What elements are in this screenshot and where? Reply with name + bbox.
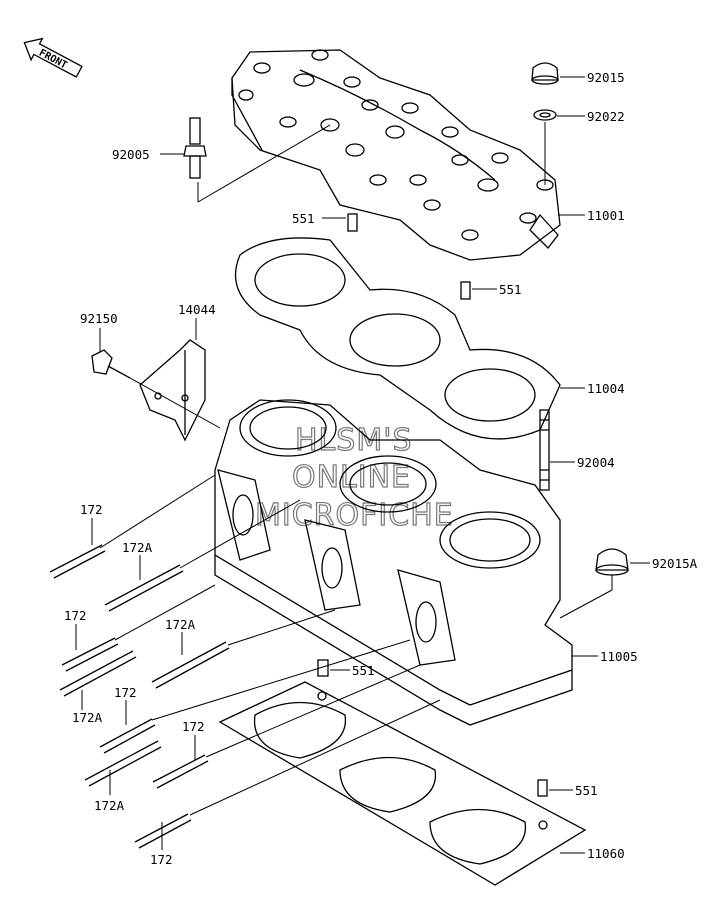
dowel-pin-1 bbox=[347, 213, 358, 232]
head-bolt-bosses bbox=[238, 49, 554, 241]
cap-nut-92015A bbox=[595, 548, 629, 576]
label-92015: 92015 bbox=[587, 70, 625, 85]
label-172-e: 172 bbox=[150, 852, 173, 867]
label-14044: 14044 bbox=[178, 302, 216, 317]
dowel-pin-2 bbox=[460, 281, 471, 300]
label-551-d: 551 bbox=[575, 783, 598, 798]
dowel-pin-4 bbox=[537, 779, 548, 797]
washer-92022 bbox=[533, 109, 557, 121]
label-172-c: 172 bbox=[114, 685, 137, 700]
label-11001: 11001 bbox=[587, 208, 625, 223]
label-92150: 92150 bbox=[80, 311, 118, 326]
label-551-c: 551 bbox=[352, 663, 375, 678]
label-92004: 92004 bbox=[577, 455, 615, 470]
bracket-14044 bbox=[139, 339, 206, 442]
front-arrow-icon: FRONT bbox=[23, 37, 83, 78]
label-92022: 92022 bbox=[587, 109, 625, 124]
cylinder-block bbox=[214, 399, 573, 726]
head-gasket bbox=[234, 237, 561, 440]
label-551-b: 551 bbox=[499, 282, 522, 297]
cylinder-head bbox=[231, 49, 561, 261]
bolt-92150 bbox=[91, 349, 131, 379]
cap-nut-92015 bbox=[531, 62, 559, 85]
leader-lines bbox=[75, 76, 650, 854]
label-172A-a: 172A bbox=[122, 540, 153, 555]
label-172-b: 172 bbox=[64, 608, 87, 623]
stud-92004 bbox=[539, 409, 550, 491]
callout-labels: 92015 92022 92005 11001 551 551 92150 14… bbox=[64, 70, 698, 867]
label-11060: 11060 bbox=[587, 846, 625, 861]
dowel-pin-3 bbox=[317, 659, 329, 677]
label-92015A: 92015A bbox=[652, 556, 698, 571]
label-551-a: 551 bbox=[292, 211, 315, 226]
label-92005: 92005 bbox=[112, 147, 150, 162]
fitting-92005 bbox=[183, 117, 207, 179]
base-gasket bbox=[218, 681, 587, 886]
label-11004: 11004 bbox=[587, 381, 625, 396]
studs bbox=[49, 544, 230, 849]
label-172A-d: 172A bbox=[94, 798, 125, 813]
label-172A-c: 172A bbox=[72, 710, 103, 725]
label-172-d: 172 bbox=[182, 719, 205, 734]
label-172-a: 172 bbox=[80, 502, 103, 517]
label-172A-b: 172A bbox=[165, 617, 196, 632]
label-11005: 11005 bbox=[600, 649, 638, 664]
